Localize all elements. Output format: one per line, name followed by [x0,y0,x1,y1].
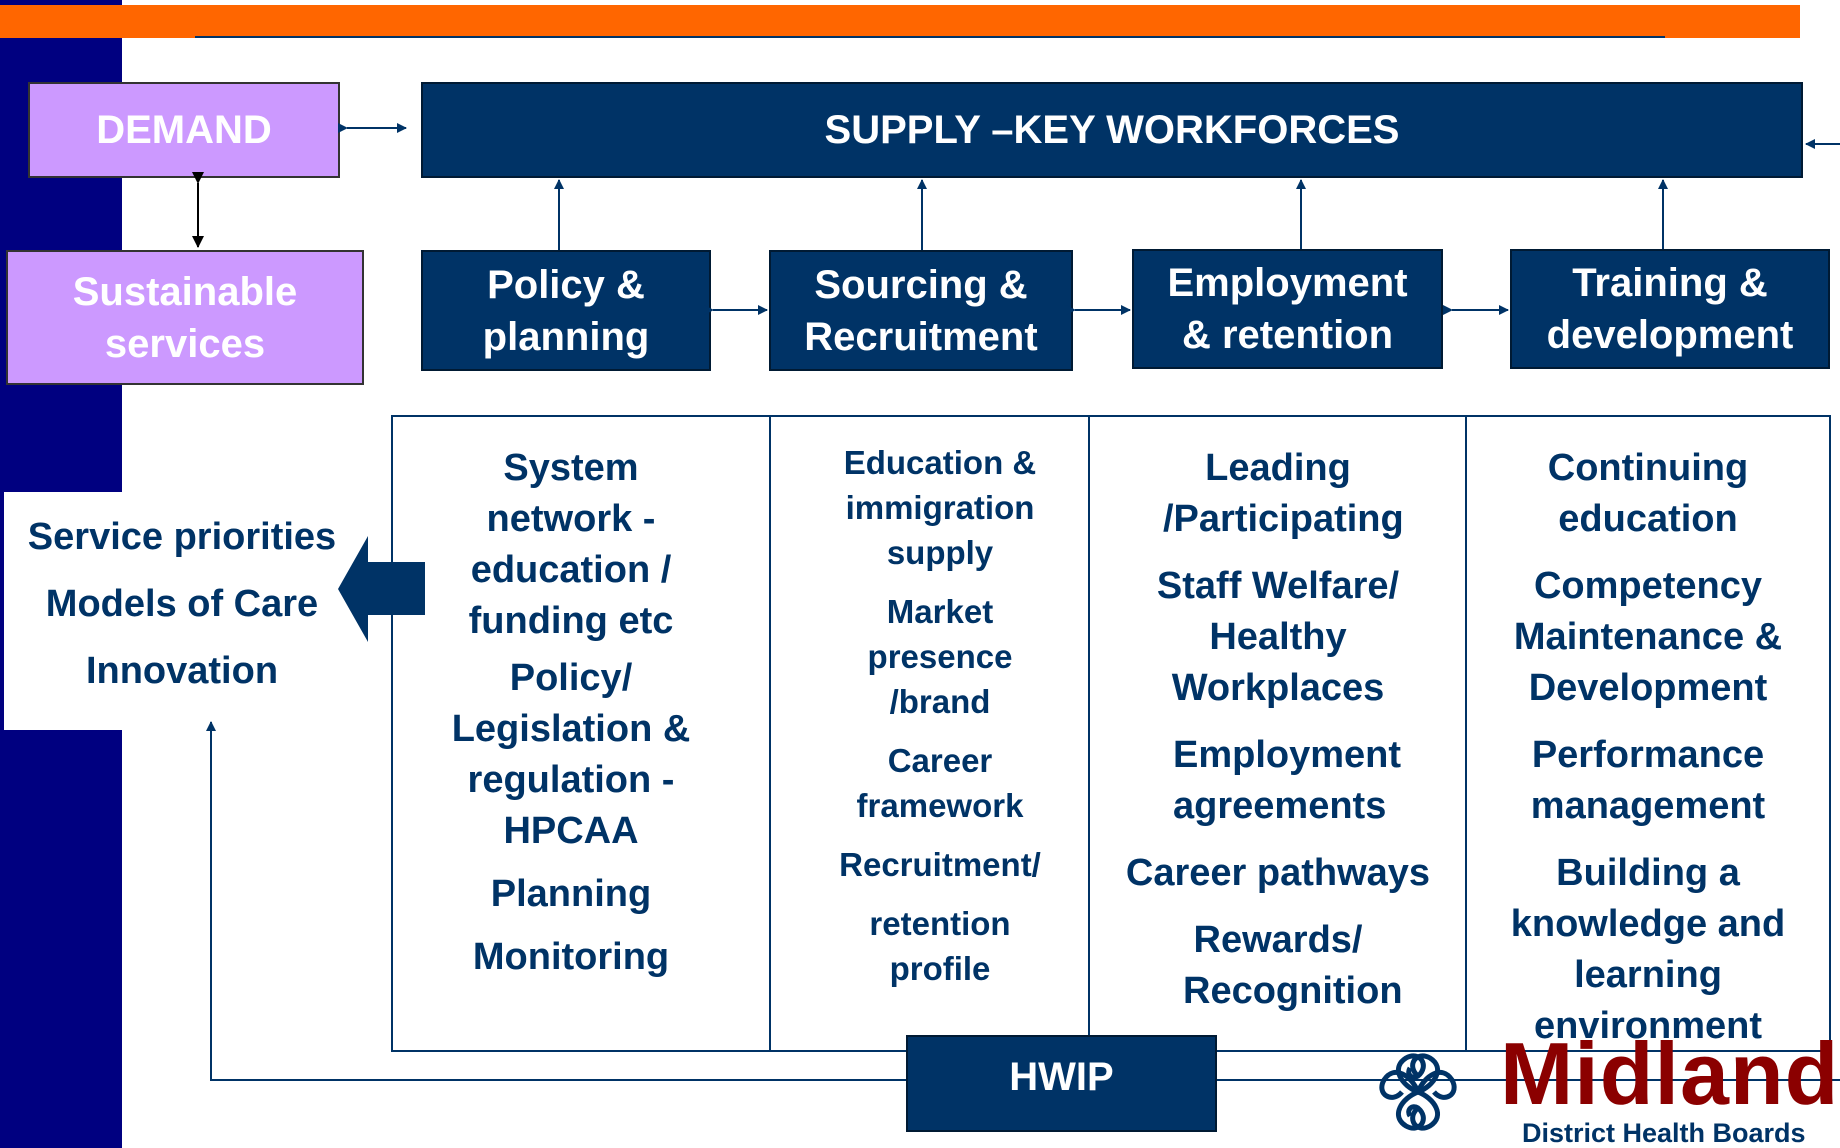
pillar-training-development: Training & development [1510,249,1830,369]
column-employment-items: Leading /Participating Staff Welfare/ He… [1093,443,1463,1017]
policy-item: System network - education / funding etc [468,447,674,642]
pillar-label: Sourcing & Recruitment [804,262,1038,359]
policy-item: Policy/ Legislation & regulation - HPCAA [451,657,691,852]
sustainable-services-box: Sustainable services [6,250,364,385]
column-training-items: Continuing education Competency Maintena… [1470,443,1826,1052]
pillar-label: Training & development [1546,261,1794,357]
supply-label: SUPPLY –KEY WORKFORCES [824,108,1400,152]
sourcing-item: Education & immigration supply [843,444,1037,571]
column-policy-items: System network - education / funding etc… [430,443,712,983]
detail-panel [391,415,1831,1052]
pillar-label: Employment & retention [1167,261,1408,357]
column-divider [1465,415,1467,1052]
hwip-label: HWIP [1009,1055,1114,1099]
training-item: Competency Maintenance & Development [1513,565,1783,709]
policy-item: Planning [490,873,652,915]
logo-subtitle: District Health Boards [1522,1118,1806,1148]
top-orange-band [0,5,1800,38]
sourcing-item: Market presence /brand [867,593,1013,720]
column-sourcing-items: Education & immigration supply Market pr… [810,440,1070,991]
pillar-sourcing-recruitment: Sourcing & Recruitment [769,250,1073,371]
sourcing-item: retention profile [869,905,1011,987]
column-divider [769,415,771,1052]
sourcing-item: Recruitment/ [839,846,1041,883]
employment-item: Career pathways [1125,852,1431,894]
outcome-item: Models of Care [45,583,319,625]
employment-item: Rewards/ Recognition [1183,919,1403,1012]
column-divider [1088,415,1090,1052]
pillar-label: Policy & planning [482,262,650,359]
outcome-item: Innovation [85,650,279,692]
flower-logo-icon [1379,1053,1457,1131]
sustainable-services-label: Sustainable services [72,269,298,366]
hwip-to-outcomes-arrow [206,721,906,1081]
demand-label: DEMAND [96,108,272,152]
outcomes-box: Service priorities Models of Care Innova… [4,492,360,730]
employment-item: Staff Welfare/ Healthy Workplaces [1156,565,1400,709]
supply-box: SUPPLY –KEY WORKFORCES [421,82,1803,178]
outcome-item: Service priorities [27,516,337,558]
hwip-box: HWIP [906,1035,1217,1132]
pillar-employment-retention: Employment & retention [1132,249,1443,369]
logo-name: Midland [1500,1024,1840,1123]
training-item: Performance management [1530,734,1766,827]
training-item: Building a knowledge and learning enviro… [1510,852,1786,1047]
top-rule [195,36,1665,38]
sourcing-item: Career framework [856,742,1024,824]
panel-to-outcomes-arrow [338,536,425,642]
midland-logo: Midland District Health Boards [1372,1026,1840,1148]
policy-item: Monitoring [472,936,670,978]
training-item: Continuing education [1547,447,1749,540]
demand-box: DEMAND [28,82,340,178]
employment-item: Leading /Participating [1163,447,1404,540]
employment-item: Employment agreements [1173,734,1402,827]
top-orange-band-cap [0,5,200,38]
